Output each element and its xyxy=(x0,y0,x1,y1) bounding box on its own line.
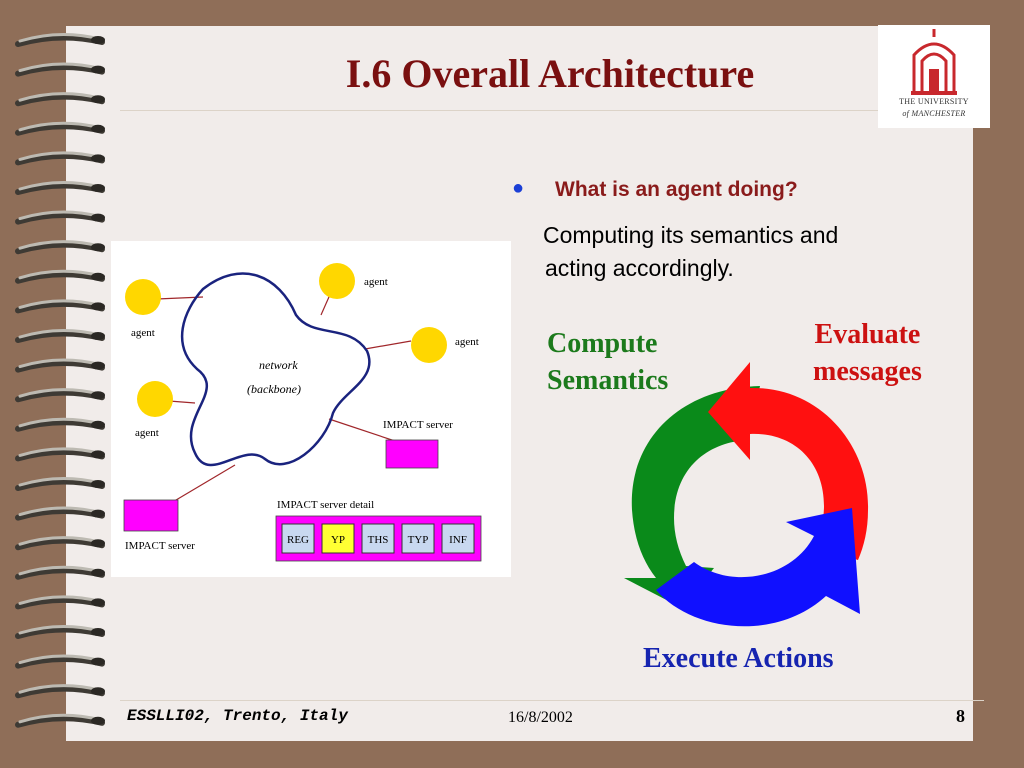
slide-title: I.6 Overall Architecture xyxy=(345,51,755,96)
binder-ring xyxy=(15,536,105,551)
agent-node xyxy=(411,327,447,363)
agent-label: agent xyxy=(135,427,159,439)
binder-ring xyxy=(15,269,105,284)
impact-server-label: IMPACT server xyxy=(383,419,453,431)
footer-date: 16/8/2002 xyxy=(508,709,573,726)
footer-rule xyxy=(120,700,984,701)
bullet-answer-line1: Computing its semantics and xyxy=(543,222,839,248)
binder-ring xyxy=(15,358,105,373)
university-logo: THE UNIVERSITY of MANCHESTER xyxy=(878,25,990,128)
agent-label: agent xyxy=(455,336,479,348)
impact-server-box xyxy=(123,499,179,532)
binder-ring xyxy=(15,565,105,580)
impact-server-box xyxy=(385,439,439,469)
logo-line1: THE UNIVERSITY xyxy=(899,97,969,106)
title-underline xyxy=(120,110,984,111)
green-arrow xyxy=(624,386,760,608)
binder-ring xyxy=(15,477,105,491)
spiral-binding xyxy=(15,33,105,728)
red-arrow xyxy=(708,362,869,560)
binder-ring xyxy=(15,92,105,107)
binder-ring xyxy=(15,299,105,314)
binder-ring xyxy=(15,654,105,669)
binder-ring xyxy=(15,121,105,136)
agent-label: agent xyxy=(364,276,388,288)
agent-node xyxy=(319,263,355,299)
server-detail-modules: REG YP THS TYP INF xyxy=(281,523,475,554)
binder-ring xyxy=(15,240,105,255)
module-label: INF xyxy=(449,534,467,546)
compute-semantics-label: Compute Semantics xyxy=(547,328,669,396)
bullet-answer-line2: acting accordingly. xyxy=(545,255,734,281)
binder-ring xyxy=(15,417,105,432)
agent-node xyxy=(137,381,173,417)
bullet-answer: Computing its semantics and acting accor… xyxy=(543,219,943,285)
manchester-building-icon xyxy=(911,29,957,95)
backbone-label: (backbone) xyxy=(247,382,301,396)
binder-ring xyxy=(15,210,105,225)
footer-conference: ESSLLI02, Trento, Italy xyxy=(127,707,348,725)
evaluate-messages-label: Evaluate messages xyxy=(813,319,922,387)
binder-ring xyxy=(15,329,105,343)
server-detail-title: IMPACT server detail xyxy=(277,499,374,511)
agent-node xyxy=(125,279,161,315)
bullet-question: What is an agent doing? xyxy=(555,178,798,201)
binder-ring xyxy=(15,33,105,47)
binder-ring xyxy=(15,625,105,639)
blue-arrow xyxy=(656,508,860,627)
execute-actions-label: Execute Actions xyxy=(643,643,834,674)
module-label: THS xyxy=(368,534,389,546)
binder-ring xyxy=(15,595,105,610)
cycle-diagram xyxy=(624,362,869,627)
logo-line2: of MANCHESTER xyxy=(902,109,966,118)
page-number: 8 xyxy=(956,706,965,726)
binder-ring xyxy=(15,181,105,195)
binder-ring xyxy=(15,713,105,728)
binder-ring xyxy=(15,506,105,521)
network-diagram: network (backbone) agent agent agent age… xyxy=(111,241,511,577)
module-label: YP xyxy=(331,534,345,546)
network-label: network xyxy=(259,358,298,372)
binder-ring xyxy=(15,388,105,403)
impact-server-label: IMPACT server xyxy=(125,540,195,552)
bullet-dot: ● xyxy=(512,177,525,199)
binder-ring xyxy=(15,62,105,77)
network-backbone xyxy=(181,272,371,467)
binder-ring xyxy=(15,151,105,166)
module-label: TYP xyxy=(408,534,429,546)
module-label: REG xyxy=(287,534,309,546)
binder-ring xyxy=(15,447,105,462)
binder-ring xyxy=(15,684,105,699)
agent-label: agent xyxy=(131,327,155,339)
